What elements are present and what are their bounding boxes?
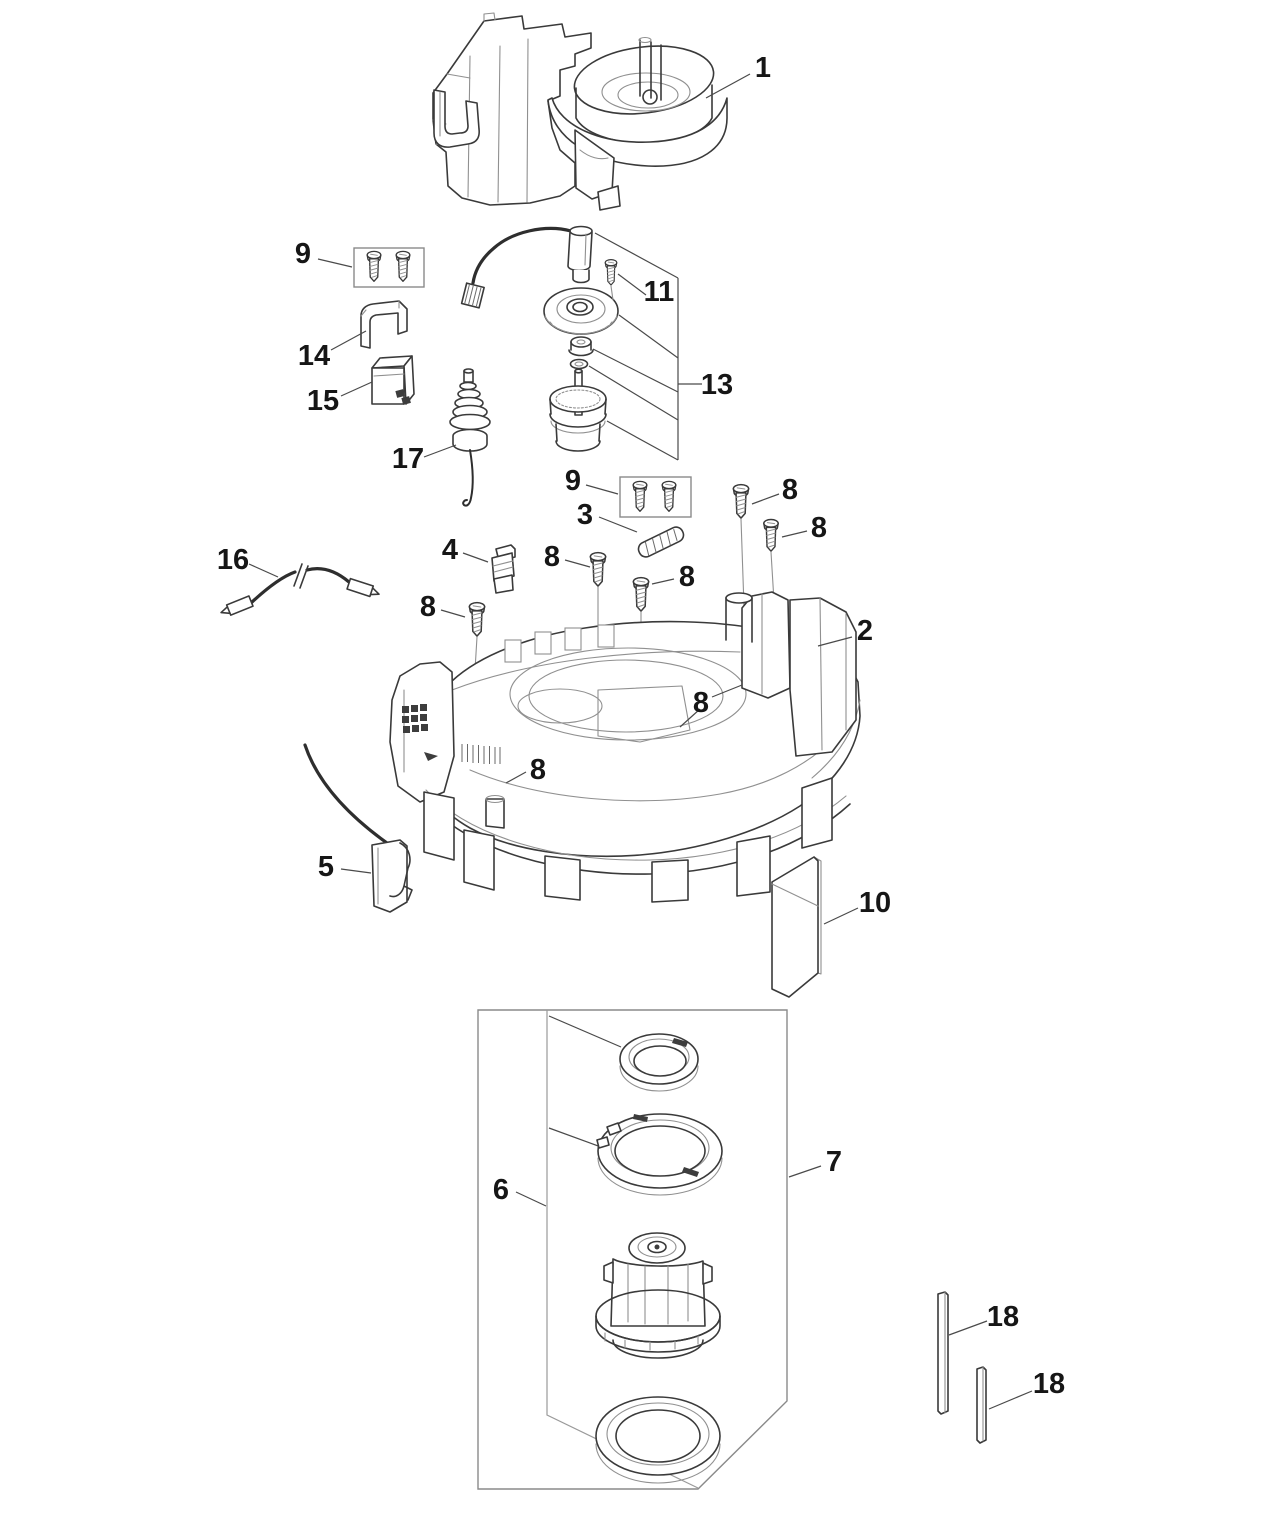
- callout-11: 11: [644, 276, 675, 308]
- callout-13: 13: [701, 369, 733, 401]
- callout-15: 15: [307, 385, 339, 417]
- part-fan-disc: [543, 287, 619, 335]
- callout-8-a: 8: [782, 474, 798, 506]
- part-cable-grommet: [449, 368, 491, 507]
- callout-13-leader-lines: [588, 232, 702, 461]
- screw-kit-box-top: [353, 247, 425, 288]
- part-switch-box: [371, 355, 415, 405]
- callout-10: 10: [859, 887, 891, 919]
- callout-17: 17: [392, 443, 424, 475]
- part-capacitor-and-lead: [460, 225, 593, 309]
- part-clip: [491, 544, 516, 594]
- part-upper-housing: [432, 12, 728, 211]
- part-vacuum-motor: [595, 1232, 721, 1359]
- callout-8-d: 8: [679, 561, 695, 593]
- part-shaft-nut: [568, 336, 594, 357]
- callout-8-c: 8: [544, 541, 560, 573]
- callout-8-e: 8: [420, 591, 436, 623]
- callout-4: 4: [442, 534, 458, 566]
- callout-2: 2: [857, 615, 873, 647]
- callout-1: 1: [755, 52, 771, 84]
- screw-kit-box-middle: [619, 476, 692, 518]
- part-bottom-seal-ring: [595, 1396, 721, 1484]
- part-washer: [569, 358, 589, 370]
- callout-18-b: 18: [1033, 1368, 1065, 1400]
- callout-16: 16: [217, 544, 249, 576]
- part-wire-link: [220, 563, 380, 616]
- part-float-valve: [549, 368, 607, 452]
- callout-6: 6: [493, 1174, 509, 1206]
- part-bracket: [360, 300, 408, 349]
- callout-18-a: 18: [987, 1301, 1019, 1333]
- callout-7: 7: [826, 1146, 842, 1178]
- part-terminal-bracket: [303, 743, 413, 913]
- callout-9-top: 9: [295, 238, 311, 270]
- part-seal-ring: [619, 1033, 699, 1092]
- callout-8-g: 8: [530, 754, 546, 786]
- housing-vent-squares: [402, 704, 428, 733]
- callout-8-f: 8: [693, 687, 709, 719]
- part-filter-panel: [771, 856, 822, 998]
- callout-3: 3: [577, 499, 593, 531]
- callout-labels: 1 9 11 14 15 13 17 9 3 8 8 4 8 8 16 8 2 …: [217, 52, 1065, 1400]
- callout-14: 14: [298, 340, 330, 372]
- callout-8-b: 8: [811, 512, 827, 544]
- callout-5: 5: [318, 851, 334, 883]
- callout-9-middle: 9: [565, 465, 581, 497]
- part-strip-short: [976, 1366, 987, 1444]
- screw-11: [604, 259, 618, 301]
- part-strip-long: [937, 1291, 949, 1415]
- part-pin: [637, 526, 685, 558]
- part-motor-gasket-ring: [596, 1113, 723, 1196]
- leader-lines: [248, 73, 1033, 1410]
- part-main-housing: [389, 591, 861, 903]
